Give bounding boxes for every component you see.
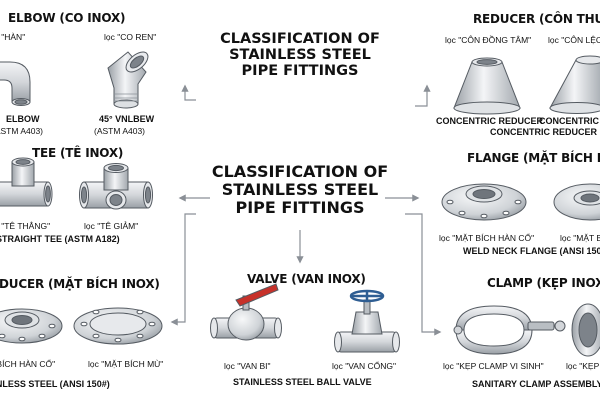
tee-caption: STRAIGHT TEE (ASTM A182) <box>0 234 120 244</box>
elbow-left-tag: lọc "HÀN" <box>0 32 26 42</box>
flange-right-left-tag: lọc "MẶT BÍCH HÀN CỔ" <box>439 233 535 243</box>
arrow-to-clamp <box>405 213 442 336</box>
arrow-to-reducer <box>415 84 431 107</box>
center-title-line-3: PIPE FITTINGS <box>235 197 365 217</box>
reducer-concentric-illustration <box>453 57 521 115</box>
arrow-to-flange-left <box>170 213 196 326</box>
ball-valve-illustration <box>210 283 282 341</box>
tee-heading: TEE (TÊ INOX) <box>32 146 124 160</box>
reducer-caption-2: CONCENTRIC REDUCER <box>539 116 600 126</box>
clamp-caption: SANITARY CLAMP ASSEMBLY <box>472 379 600 389</box>
flange-right-caption: WELD NECK FLANGE (ANSI 150#) <box>463 246 600 256</box>
flange-right-right-tag: lọc "MẶT BÍCH MÙ" <box>560 233 600 243</box>
tee-right-tag: lọc "TÊ GIẢM" <box>84 221 139 231</box>
elbow-right-caption-1: 45° VNLBEW <box>99 114 155 124</box>
flange-right-heading: FLANGE (MẶT BÍCH INOX) <box>467 151 600 165</box>
sanitary-clamp-illustration <box>453 305 566 355</box>
elbow-right-tag: lọc "CO REN" <box>104 32 157 42</box>
arrow-to-elbow <box>181 84 196 101</box>
tee-left-tag: lọc "TÊ THẲNG" <box>0 221 51 231</box>
valve-caption: STAINLESS STEEL BALL VALVE <box>233 377 372 387</box>
elbow-right-caption-2: (ASTM A403) <box>94 126 146 136</box>
gate-valve-illustration <box>334 289 400 353</box>
flange-weld-neck-left-illustration <box>0 308 63 344</box>
top-title-line-2: STAINLESS STEEL <box>229 47 371 64</box>
flange-left-right-tag: lọc "MẶT BÍCH MÙ" <box>88 359 164 369</box>
connector-arrows <box>170 84 442 336</box>
reducer-left-tag: lọc "CÔN ĐỒNG TÂM" <box>445 35 532 45</box>
top-title-line-3: PIPE FITTINGS <box>241 63 359 80</box>
reducer-eccentric-illustration <box>549 55 600 114</box>
clamp-heading: CLAMP (KẸP INOX) <box>487 276 600 290</box>
valve-left-tag: lọc "VAN BI" <box>224 361 271 371</box>
valve-heading: VALVE (VAN INOX) <box>247 272 366 286</box>
elbow-45-illustration <box>107 51 149 109</box>
gate-valve-handwheel <box>349 289 385 303</box>
center-title-line-2: STAINLESS STEEL <box>221 179 379 199</box>
flange-left-left-tag: lọc "MẶT BÍCH HÀN CỔ" <box>0 359 56 369</box>
top-title: CLASSIFICATION OF STAINLESS STEEL PIPE F… <box>190 31 410 80</box>
flange-blind-left-illustration <box>73 307 163 345</box>
valve-right-tag: lọc "VAN CỔNG" <box>332 361 396 371</box>
elbow-left-caption-2: (ASTM A403) <box>0 126 44 136</box>
clamp-left-tag: lọc "KẸP CLAMP VI SINH" <box>443 361 544 371</box>
reducer-caption-3: CONCENTRIC REDUCER <box>490 127 598 137</box>
ball-valve-handle <box>235 283 279 307</box>
flange-left-heading: REDUCER (MẶT BÍCH INOX) <box>0 277 160 291</box>
elbow-heading: ELBOW (CO INOX) <box>8 11 126 25</box>
flange-left-caption: STAINLESS STEEL (ANSI 150#) <box>0 379 110 389</box>
clamp-assembly-illustration <box>571 303 600 357</box>
clamp-right-tag: lọc "KẸP CLAMP" <box>566 361 600 371</box>
elbow-90-illustration <box>0 61 31 106</box>
top-title-line-1: CLASSIFICATION OF <box>220 31 380 47</box>
reducer-heading: REDUCER (CÔN THU INOX) <box>473 12 600 26</box>
tee-reducing-illustration <box>79 163 153 210</box>
tee-straight-illustration <box>0 157 53 207</box>
center-title-line-1: CLASSIFICATION OF <box>211 162 389 181</box>
center-title: CLASSIFICATION OF STAINLESS STEEL PIPE F… <box>180 163 420 217</box>
flange-blind-right-illustration <box>553 183 600 221</box>
flange-weld-neck-right-illustration <box>441 183 527 221</box>
elbow-left-caption-1: ELBOW <box>6 114 40 124</box>
reducer-right-tag: lọc "CÔN LỆCH TÂM" <box>548 35 600 45</box>
reducer-caption-1: CONCENTRIC REDUCER <box>436 116 544 126</box>
